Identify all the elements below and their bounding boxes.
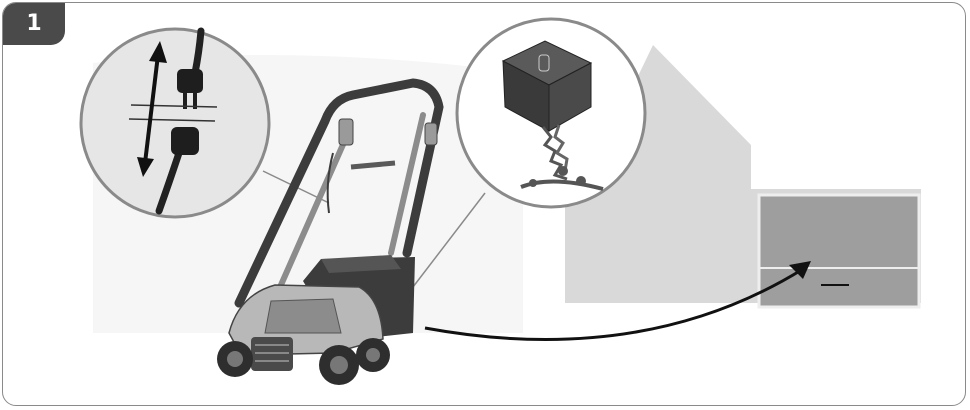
instruction-panel: 1 [2,2,966,406]
step-number-badge: 1 [3,3,65,45]
bag-empty-callout [457,19,645,207]
compost-bin [759,195,919,307]
switch-box [339,119,353,145]
illustration-scene [3,3,966,406]
plug-callout [81,29,269,217]
